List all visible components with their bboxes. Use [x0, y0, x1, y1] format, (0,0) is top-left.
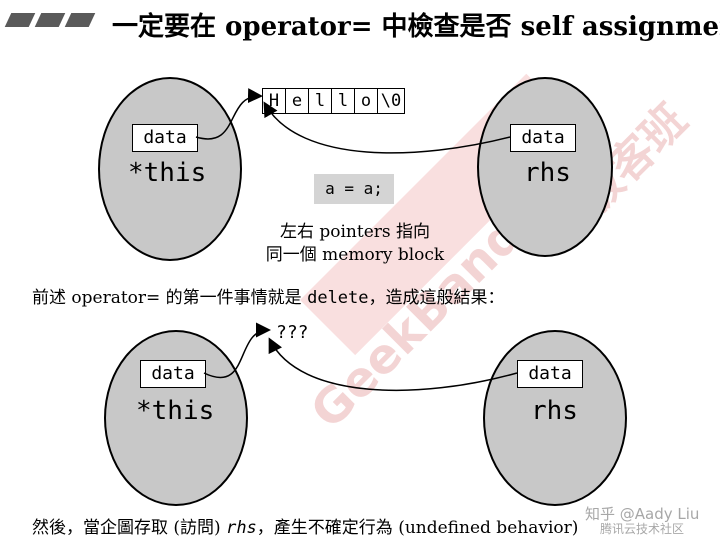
string-char: l	[332, 89, 355, 113]
rhs-code: rhs	[226, 518, 257, 538]
rhs-pointer-arrow-bottom	[268, 337, 518, 392]
delete-code: delete	[307, 288, 369, 308]
string-char: H	[263, 89, 286, 113]
rhs-object-circle-top	[477, 77, 613, 257]
rhs-label-bottom: rhs	[531, 396, 578, 426]
rhs-object-circle-bottom	[483, 330, 627, 506]
string-char: o	[355, 89, 378, 113]
string-char: l	[309, 89, 332, 113]
string-char: e	[286, 89, 309, 113]
rhs-data-box-top: data	[510, 124, 576, 152]
page-title: 一定要在 operator= 中檢查是否 self assignment	[112, 12, 720, 42]
this-data-box-bottom: data	[140, 360, 206, 388]
description-undefined: 然後，當企圖存取 (訪問) rhs，產生不確定行為 (undefined beh…	[32, 513, 578, 538]
this-pointer-arrow-top	[195, 88, 263, 140]
description-part2: ，造成這般結果：	[368, 288, 505, 308]
caption-line-2: 同一個 memory block	[265, 245, 445, 265]
this-data-box-top: data	[132, 124, 198, 152]
undefined-part1: 然後，當企圖存取 (訪問)	[32, 518, 227, 538]
this-object-circle-top	[98, 77, 242, 261]
this-pointer-arrow-bottom	[203, 322, 271, 379]
this-label-top: *this	[128, 158, 207, 188]
undefined-part2: ，產生不確定行為 (undefined behavior)	[256, 518, 579, 538]
description-delete: 前述 operator= 的第一件事情就是 delete，造成這般結果：	[32, 283, 505, 308]
this-object-circle-bottom	[104, 330, 248, 506]
zhihu-watermark: 知乎 @Aady Liu	[585, 505, 700, 523]
rhs-label-top: rhs	[524, 158, 571, 188]
description-part1: 前述 operator= 的第一件事情就是	[32, 288, 308, 308]
unknown-memory: ???	[276, 322, 309, 343]
this-label-bottom: *this	[136, 396, 215, 426]
community-watermark: 腾讯云技术社区	[600, 522, 685, 536]
rhs-data-box-bottom: data	[517, 360, 583, 388]
caption-line-1: 左右 pointers 指向	[279, 222, 431, 242]
string-char: \0	[380, 91, 402, 111]
rhs-pointer-arrow-top	[263, 101, 511, 154]
self-assign-code: a = a;	[314, 174, 394, 204]
